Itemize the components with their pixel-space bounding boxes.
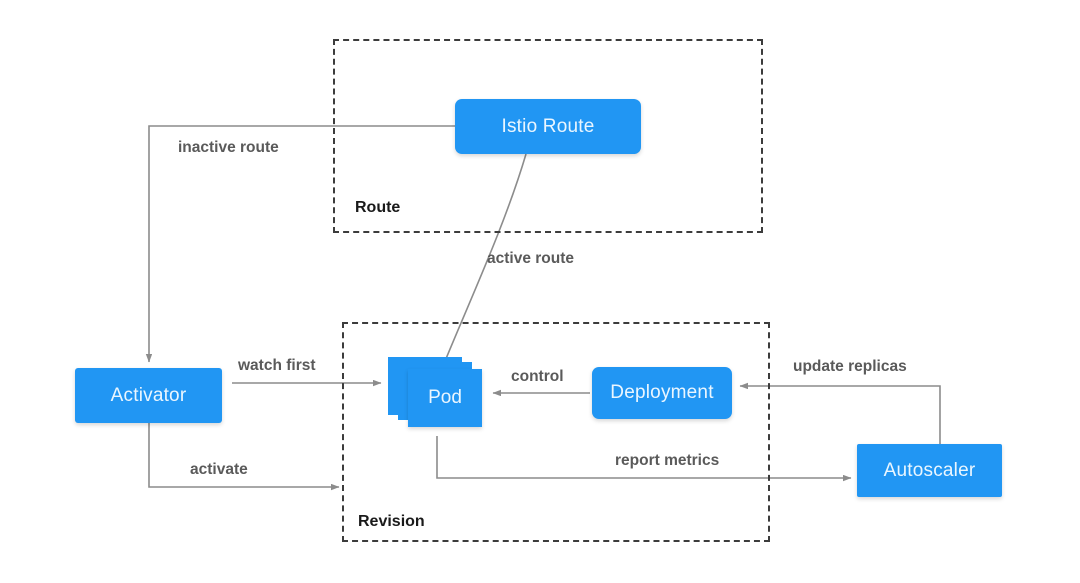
edge-label-update-replicas: update replicas xyxy=(793,358,907,375)
edge-label-active-route: active route xyxy=(487,250,575,267)
node-pod[interactable]: Pod xyxy=(388,357,488,435)
edge-inactive-route xyxy=(145,125,455,363)
node-activator-label: Activator xyxy=(110,384,187,406)
edge-label-control: control xyxy=(511,368,564,385)
edge-label-activate: activate xyxy=(190,461,248,478)
node-deployment-label: Deployment xyxy=(610,382,714,403)
group-revision xyxy=(342,322,770,542)
node-autoscaler[interactable]: Autoscaler xyxy=(857,444,1002,497)
edge-label-watch-first: watch first xyxy=(238,357,316,374)
group-route xyxy=(333,39,763,233)
edge-active-route xyxy=(442,153,527,367)
node-istio-route[interactable]: Istio Route xyxy=(455,99,641,154)
edge-activate xyxy=(148,423,340,491)
node-autoscaler-label: Autoscaler xyxy=(883,459,976,481)
node-deployment[interactable]: Deployment xyxy=(592,367,732,419)
pod-sheet-front: Pod xyxy=(408,369,482,427)
node-istio-route-label: Istio Route xyxy=(501,115,595,137)
node-activator[interactable]: Activator xyxy=(75,368,222,423)
edge-label-inactive-route: inactive route xyxy=(178,139,279,156)
group-label-route: Route xyxy=(355,199,401,216)
node-pod-label: Pod xyxy=(428,387,462,408)
edge-update-replicas xyxy=(739,382,941,444)
edge-report-metrics xyxy=(436,436,852,482)
group-label-revision: Revision xyxy=(358,513,425,530)
edge-label-report-metrics: report metrics xyxy=(615,452,720,469)
